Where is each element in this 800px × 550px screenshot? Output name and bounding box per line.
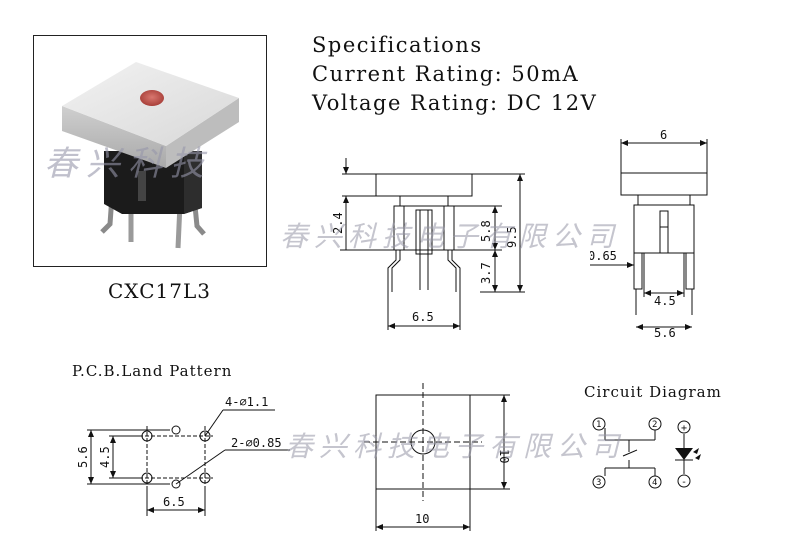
pcb-dim-6-5: 6.5 [163, 495, 185, 509]
side-dim-2-4: 2.4 [331, 212, 345, 234]
side-dim-9-5: 9.5 [505, 226, 519, 248]
side-dim-5-8: 5.8 [479, 220, 493, 242]
product-photo-frame: 春兴科技 [33, 35, 267, 267]
front-dim-0-65: 0.65 [590, 249, 617, 263]
front-view-drawing: 6 0.65 4.5 5.6 [590, 128, 708, 340]
front-dim-4-5: 4.5 [654, 294, 676, 308]
watermark-upper: 春兴科技电子有限公司 [280, 220, 621, 253]
circuit-diagram: 1 2 3 4 + - [592, 417, 701, 489]
top-dim-bottom: 10 [415, 512, 429, 526]
pcb-land-pattern: 5.6 4.5 6.5 4-⌀1.1 2-⌀0.85 [76, 395, 290, 516]
watermark-lower: 春兴科技电子有限公司 [285, 430, 626, 463]
led-plus: + [681, 423, 687, 434]
current-rating: Current Rating: 50mA [312, 62, 580, 86]
pin-4: 4 [652, 478, 657, 488]
circuit-title: Circuit Diagram [584, 383, 722, 401]
pcb-dim-4-5: 4.5 [98, 446, 112, 468]
photo-watermark: 春兴科技 [44, 144, 212, 184]
side-dim-6-5: 6.5 [412, 310, 434, 324]
pcb-title: P.C.B.Land Pattern [72, 362, 233, 380]
pin-3: 3 [596, 478, 601, 488]
spec-heading: Specifications [312, 33, 483, 57]
pin-1: 1 [596, 420, 601, 430]
front-dim-5-6: 5.6 [654, 326, 676, 340]
top-dim-right: 10 [497, 449, 511, 463]
led-minus: - [681, 477, 687, 488]
indicator-led-dot [140, 90, 164, 106]
side-view-drawing: 2.4 5.8 3.7 9.5 6.5 [331, 158, 525, 330]
pcb-holes-2: 2-⌀0.85 [231, 436, 282, 450]
top-view-drawing: 10 10 [364, 383, 511, 531]
pin-2: 2 [652, 420, 657, 430]
model-label: CXC17L3 [108, 279, 211, 303]
pcb-holes-4: 4-⌀1.1 [225, 395, 268, 409]
side-dim-3-7: 3.7 [479, 262, 493, 284]
voltage-rating: Voltage Rating: DC 12V [312, 91, 598, 115]
front-dim-6: 6 [660, 128, 667, 142]
product-photo [62, 62, 239, 249]
pcb-dim-5-6: 5.6 [76, 446, 90, 468]
